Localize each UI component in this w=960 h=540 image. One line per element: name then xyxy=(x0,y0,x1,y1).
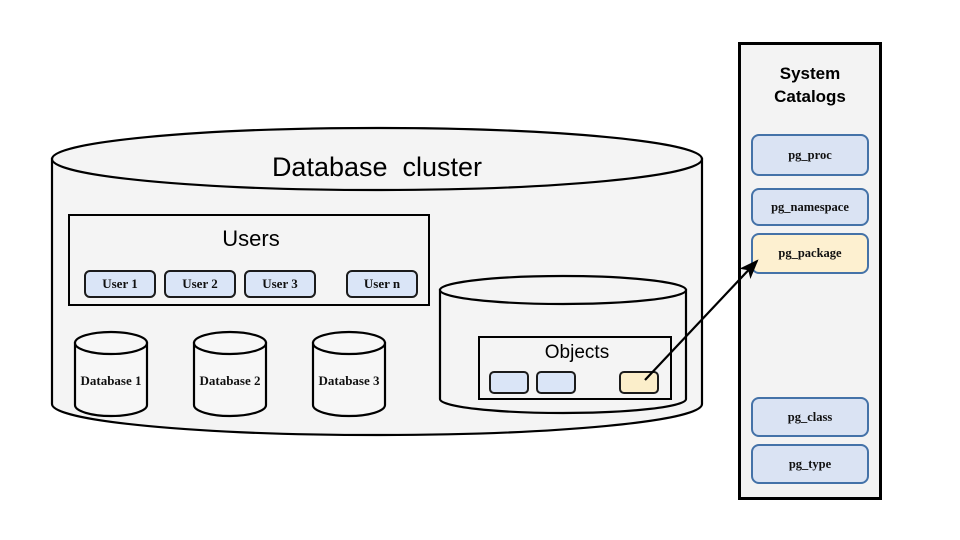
user-pill-3[interactable]: User 3 xyxy=(244,270,316,298)
system-catalogs-panel: System Catalogs pg_proc pg_namespace pg_… xyxy=(738,42,882,500)
database-cluster-title: Database cluster xyxy=(271,152,483,182)
catalog-entry-pg-type[interactable]: pg_type xyxy=(751,444,869,484)
user-pill-n[interactable]: User n xyxy=(346,270,418,298)
system-catalogs-title: System Catalogs xyxy=(741,63,879,109)
objects-group-box: Objects xyxy=(478,336,672,400)
users-group-box: Users User 1 User 2 User 3 User n xyxy=(68,214,430,306)
objects-group-title: Objects xyxy=(544,342,610,363)
object-pill-1[interactable] xyxy=(489,371,529,394)
database-2-label: Database 2 xyxy=(199,373,261,388)
system-catalogs-title-line2: Catalogs xyxy=(774,86,846,106)
catalog-entry-pg-proc[interactable]: pg_proc xyxy=(751,134,869,176)
database-3-label: Database 3 xyxy=(318,373,380,388)
catalog-entry-pg-package[interactable]: pg_package xyxy=(751,233,869,274)
database-1-label: Database 1 xyxy=(80,373,142,388)
catalog-entry-pg-namespace[interactable]: pg_namespace xyxy=(751,188,869,226)
users-group-title: Users xyxy=(222,226,280,251)
catalog-entry-pg-class[interactable]: pg_class xyxy=(751,397,869,437)
system-catalogs-title-line1: System xyxy=(779,64,841,83)
object-pill-2[interactable] xyxy=(536,371,576,394)
user-pill-1[interactable]: User 1 xyxy=(84,270,156,298)
user-pill-2[interactable]: User 2 xyxy=(164,270,236,298)
object-pill-3-highlighted[interactable] xyxy=(619,371,659,394)
